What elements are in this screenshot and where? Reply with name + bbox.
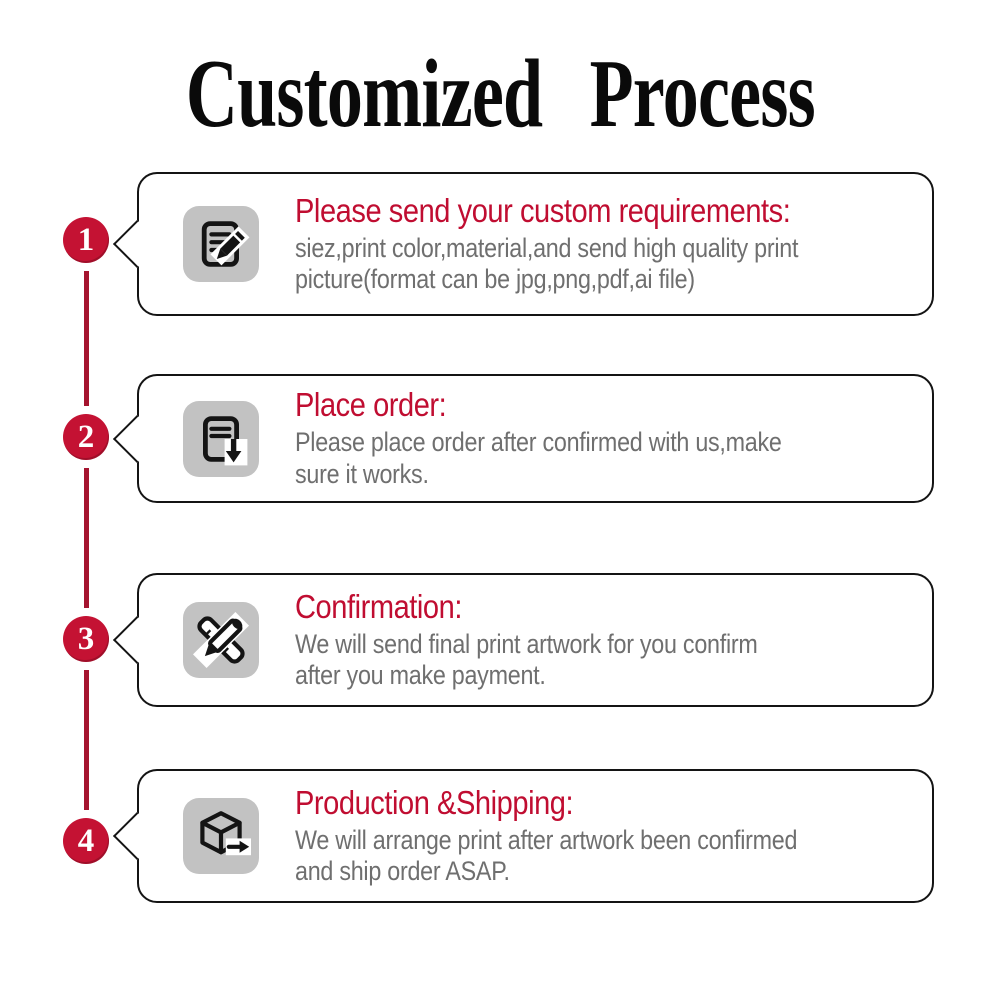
step-text-1: Please send your custom requirements: si…: [295, 192, 843, 297]
step-number-badge-4: 4: [63, 818, 109, 864]
step-heading-2: Place order:: [295, 386, 447, 424]
step-heading-1: Please send your custom requirements:: [295, 191, 791, 229]
connector-line-3: [84, 670, 89, 810]
place-order-icon: [203, 415, 248, 465]
step-body-4: We will arrange print after artwork been…: [295, 824, 798, 887]
step-heading-4: Production &Shipping:: [295, 783, 574, 821]
step-number-2: 2: [77, 418, 95, 455]
step-number-3: 3: [77, 620, 95, 657]
step-icon-tile-3: [183, 602, 259, 678]
connector-line-1: [84, 271, 89, 406]
speech-tail-icon: [112, 615, 162, 665]
step-text-4: Production &Shipping: We will arrange pr…: [295, 784, 843, 889]
shipping-box-icon: [200, 811, 251, 856]
step-body-2: Please place order after confirmed with …: [295, 427, 782, 489]
step-box-3: Confirmation: We will send final print a…: [112, 573, 934, 707]
step-number-badge-2: 2: [63, 414, 109, 460]
connector-line-2: [84, 468, 89, 608]
step-text-3: Confirmation: We will send final print a…: [295, 588, 843, 693]
page-title-wrap: Customized Process: [0, 36, 1001, 147]
step-heading-3: Confirmation:: [295, 587, 462, 625]
edit-document-icon: [201, 221, 250, 267]
speech-tail-icon: [112, 219, 162, 269]
step-icon-tile-1: [183, 206, 259, 282]
step-number-1: 1: [77, 221, 95, 258]
step-number-4: 4: [77, 822, 95, 859]
speech-tail-icon: [112, 811, 162, 861]
step-icon-tile-2: [183, 400, 259, 477]
step-body-1: siez,print color,material,and send high …: [295, 232, 799, 295]
step-body-3: We will send final print artwork for you…: [295, 628, 758, 691]
step-box-1: Please send your custom requirements: si…: [112, 172, 934, 316]
design-tools-icon: [192, 611, 250, 669]
step-text-2: Place order: Please place order after co…: [295, 386, 843, 491]
step-number-badge-1: 1: [63, 217, 109, 263]
step-icon-tile-4: [183, 798, 259, 874]
step-box-2: Place order: Please place order after co…: [112, 374, 934, 503]
page-title: Customized Process: [185, 38, 816, 148]
speech-tail-icon: [112, 414, 162, 463]
step-number-badge-3: 3: [63, 616, 109, 662]
step-box-4: Production &Shipping: We will arrange pr…: [112, 769, 934, 903]
